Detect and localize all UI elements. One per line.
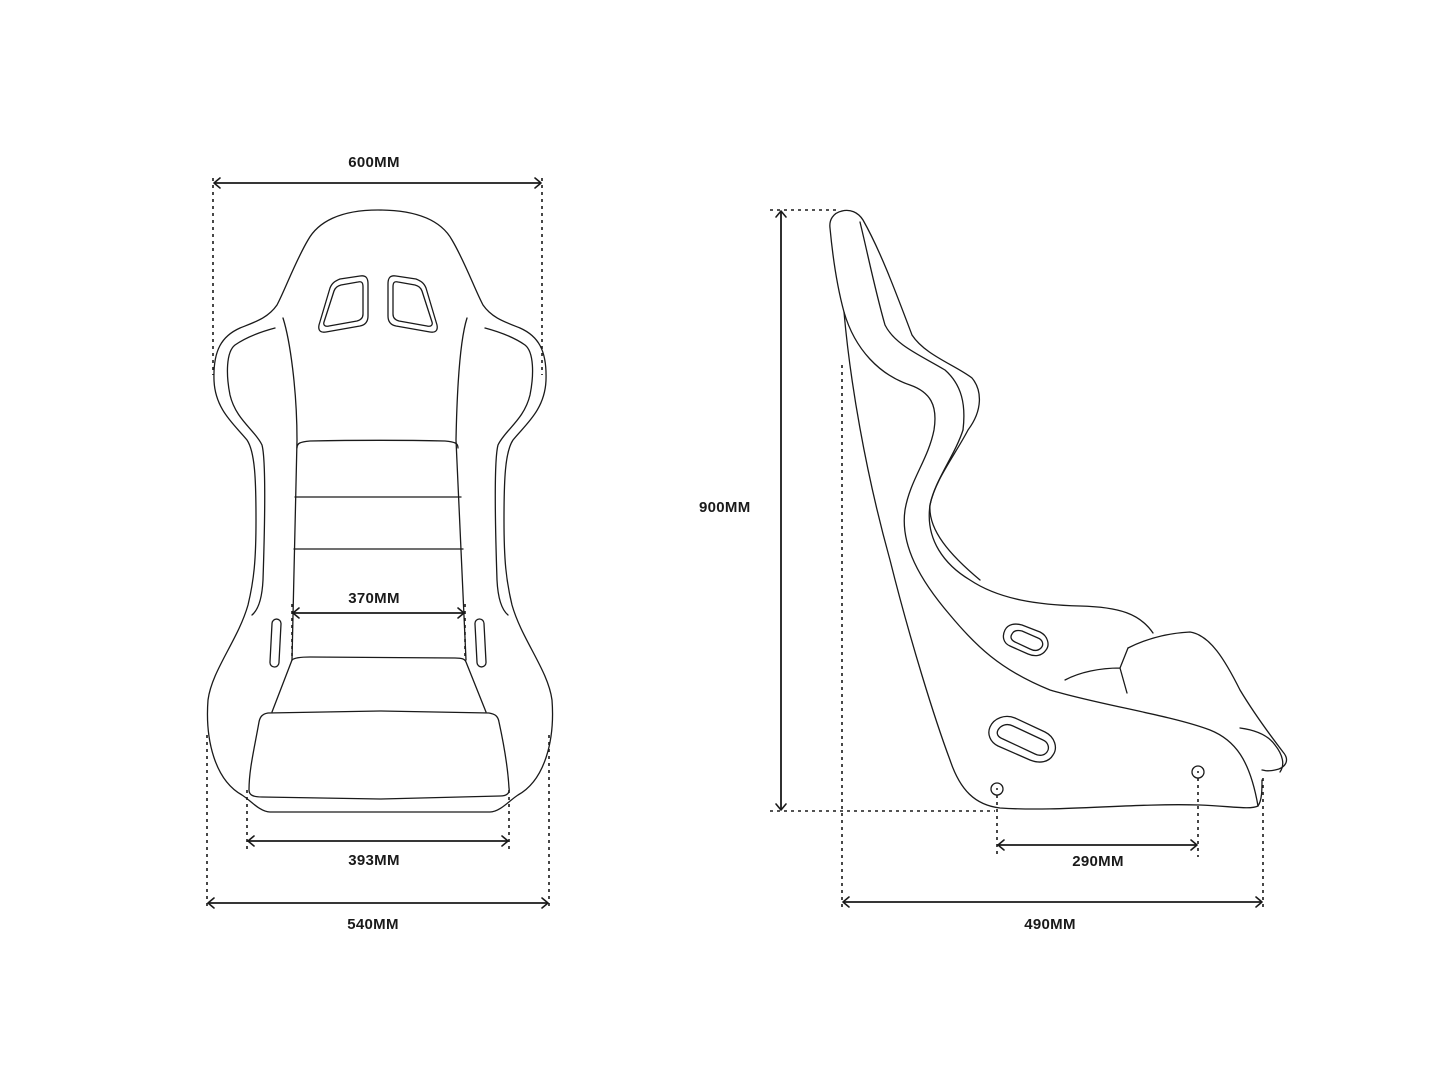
arrow-600-left — [213, 177, 221, 189]
front-seat-back-lower — [291, 656, 487, 713]
side-back-bolster-inner — [859, 221, 965, 431]
front-seat-cushion — [248, 710, 510, 800]
side-lower-slot-outer — [988, 715, 1056, 763]
arrow-370-right — [457, 607, 465, 619]
arrow-900-top — [775, 210, 787, 218]
side-thigh-bolster-lower — [1239, 727, 1284, 773]
label-top-width: 600MM — [348, 154, 400, 171]
front-shell-outline — [206, 209, 554, 813]
side-thigh-bolster-seam — [1064, 647, 1129, 694]
label-mount-spacing: 290MM — [1072, 853, 1124, 870]
front-view — [206, 209, 554, 813]
side-mount-point-front-center — [996, 788, 998, 790]
side-lower-slot-inner — [996, 723, 1050, 756]
arrow-540-right — [541, 897, 549, 909]
side-back-inner-edge — [843, 311, 1259, 807]
front-harness-slot-right-outer — [387, 275, 438, 333]
label-height: 900MM — [699, 499, 751, 516]
arrow-393-left — [247, 835, 255, 847]
front-harness-slot-right-inner — [392, 281, 433, 327]
label-base-width: 540MM — [347, 916, 399, 933]
label-inner-seat-width: 370MM — [348, 590, 400, 607]
side-back-bolster-outer — [841, 209, 981, 581]
arrow-490-left — [842, 896, 850, 908]
side-back-shell — [829, 210, 1263, 810]
arrow-540-left — [207, 897, 215, 909]
side-mount-point-rear-center — [1197, 771, 1199, 773]
side-view-dimensions — [770, 209, 1264, 908]
label-seat-cushion-width: 393MM — [348, 852, 400, 869]
front-harness-slot-left-outer — [318, 275, 369, 333]
arrow-490-right — [1255, 896, 1263, 908]
front-hip-slot-left — [269, 618, 282, 668]
front-back-panel-left — [282, 317, 298, 661]
arrow-290-right — [1190, 839, 1198, 851]
side-view — [829, 209, 1288, 810]
front-back-panel-right — [455, 317, 468, 661]
front-seat-back-lower-left — [271, 659, 293, 713]
arrow-600-right — [534, 177, 542, 189]
side-back-bolster-curve — [928, 429, 1154, 634]
front-lumbar-top — [296, 439, 459, 449]
side-harness-slot-inner — [1010, 629, 1044, 652]
arrow-900-bottom — [775, 803, 787, 811]
side-harness-slot-outer — [1002, 623, 1049, 657]
arrow-393-right — [501, 835, 509, 847]
front-left-wing-inner — [226, 327, 276, 616]
side-thigh-bolster-top — [1127, 631, 1288, 772]
arrow-370-left — [292, 607, 300, 619]
front-hip-slot-right — [474, 618, 487, 668]
front-harness-slot-left-inner — [323, 281, 364, 327]
front-right-wing-inner — [484, 327, 534, 616]
arrow-290-left — [997, 839, 1005, 851]
label-depth: 490MM — [1024, 916, 1076, 933]
front-view-dimensions — [206, 177, 550, 909]
